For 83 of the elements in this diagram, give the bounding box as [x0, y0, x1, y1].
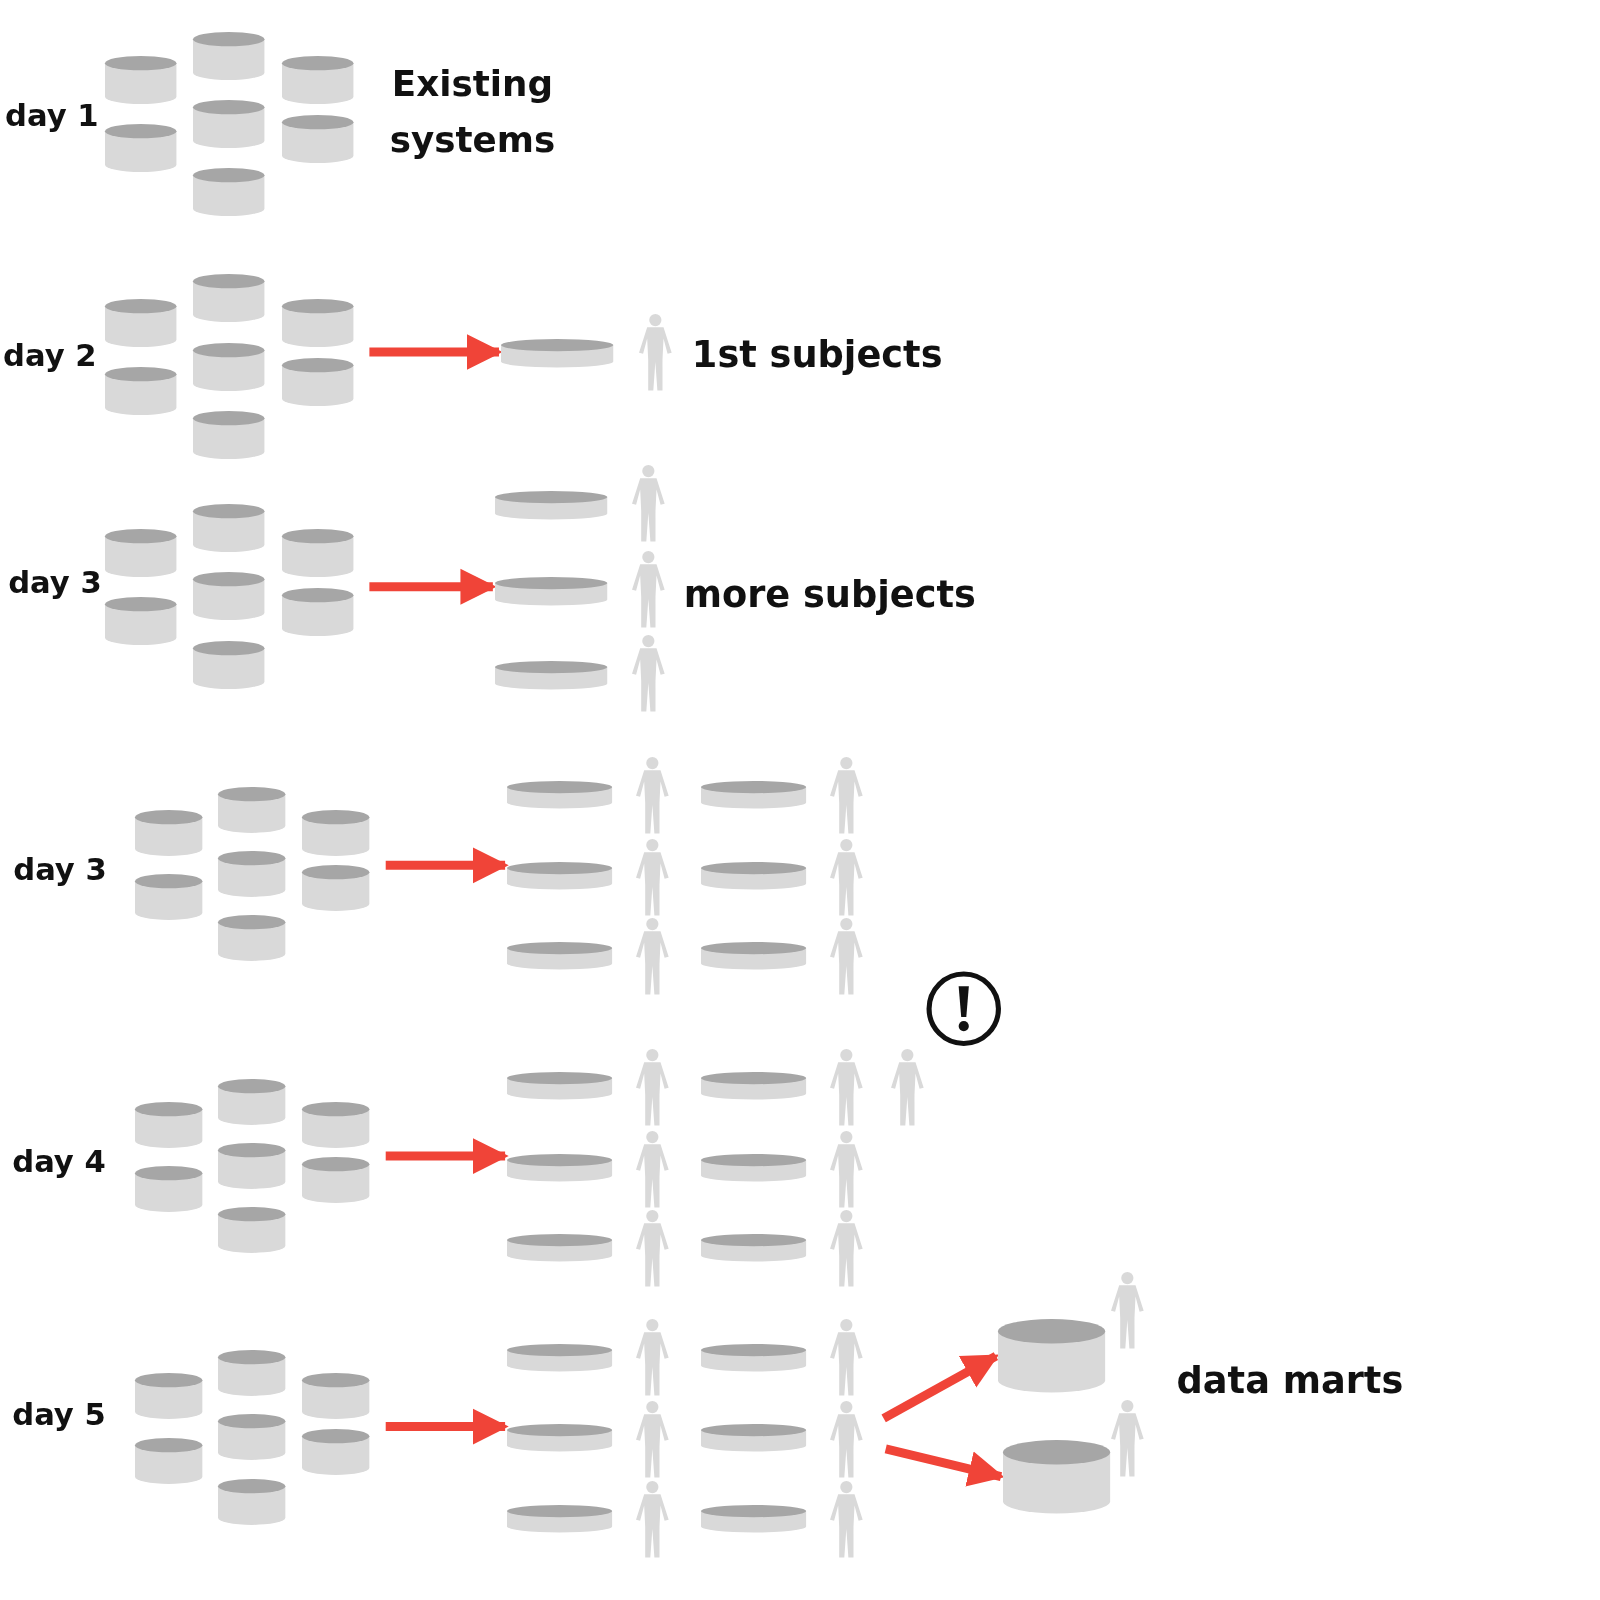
database-cylinder: [281, 528, 354, 577]
database-cylinder: [281, 56, 354, 105]
flat-database-cylinder: [494, 661, 608, 690]
flat-database-cylinder: [701, 1343, 807, 1372]
database-cylinder: [105, 298, 177, 347]
arrow: [369, 334, 503, 371]
arrow: [385, 1408, 509, 1445]
flat-database-cylinder: [494, 576, 608, 606]
database-cylinder: [192, 342, 265, 391]
database-cylinder: [134, 874, 203, 921]
database-cylinder: [218, 786, 286, 833]
database-cylinder: [134, 810, 203, 857]
database-cylinder: [281, 587, 354, 636]
database-cylinder: [134, 1373, 203, 1420]
flat-database-cylinder: [507, 780, 613, 809]
annotation-text: data marts: [1176, 1359, 1404, 1404]
flat-database-cylinder: [701, 862, 807, 890]
database-cylinder: [105, 596, 177, 645]
flat-database-cylinder: [701, 941, 807, 970]
arrow: [881, 1352, 1000, 1423]
arrow: [385, 1138, 509, 1175]
flat-database-cylinder: [501, 338, 614, 368]
data-mart-cylinder: [1003, 1439, 1111, 1514]
database-cylinder: [134, 1166, 203, 1213]
flat-database-cylinder: [507, 1343, 613, 1372]
flat-database-cylinder: [507, 1424, 613, 1453]
database-cylinder: [134, 1102, 203, 1148]
database-cylinder: [105, 367, 177, 416]
database-cylinder: [192, 572, 265, 621]
database-cylinder: [134, 1437, 203, 1484]
flat-database-cylinder: [507, 1505, 613, 1533]
annotation-text: more subjects: [683, 573, 976, 618]
database-cylinder: [302, 865, 370, 912]
database-cylinder: [218, 915, 286, 962]
flat-database-cylinder: [701, 1424, 807, 1453]
flat-database-cylinder: [701, 1233, 807, 1262]
database-cylinder: [218, 1207, 286, 1254]
database-cylinder: [281, 298, 354, 347]
flat-database-cylinder: [701, 1154, 807, 1182]
database-cylinder: [192, 274, 265, 323]
arrow: [385, 847, 509, 884]
arrow: [369, 568, 497, 605]
day-label: day 2: [3, 337, 97, 375]
database-cylinder: [218, 1350, 286, 1396]
flat-database-cylinder: [507, 941, 613, 970]
day-label: day 4: [12, 1143, 106, 1181]
flat-database-cylinder: [507, 1072, 613, 1100]
database-cylinder: [192, 168, 265, 217]
database-cylinder: [302, 810, 370, 857]
arrow: [884, 1444, 1005, 1487]
annotation-text: 1st subjects: [691, 332, 943, 377]
database-cylinder: [302, 1102, 370, 1148]
database-cylinder: [192, 411, 265, 460]
database-cylinder: [302, 1157, 370, 1204]
database-cylinder: [105, 528, 177, 577]
database-cylinder: [192, 31, 265, 80]
database-cylinder: [192, 504, 265, 553]
database-cylinder: [302, 1428, 370, 1475]
database-cylinder: [302, 1373, 370, 1420]
database-cylinder: [281, 115, 354, 164]
day-label: day 5: [12, 1396, 106, 1434]
database-cylinder: [192, 100, 265, 148]
flat-database-cylinder: [701, 780, 807, 809]
flat-database-cylinder: [507, 862, 613, 890]
day-label: day 3: [8, 565, 102, 602]
database-cylinder: [192, 640, 265, 689]
data-mart-cylinder: [997, 1319, 1106, 1393]
database-cylinder: [218, 851, 286, 897]
annotation-text: Existing systems: [388, 62, 557, 163]
database-cylinder: [218, 1142, 286, 1189]
flat-database-cylinder: [494, 490, 608, 520]
database-cylinder: [105, 56, 177, 105]
flat-database-cylinder: [507, 1233, 613, 1262]
day-label: day 3: [13, 852, 107, 889]
flat-database-cylinder: [701, 1505, 807, 1533]
day-label: day 1: [5, 97, 99, 135]
database-cylinder: [218, 1078, 286, 1125]
database-cylinder: [281, 358, 354, 407]
database-cylinder: [105, 124, 177, 173]
database-cylinder: [218, 1478, 286, 1525]
flat-database-cylinder: [507, 1154, 613, 1182]
database-cylinder: [218, 1414, 286, 1461]
flat-database-cylinder: [701, 1072, 807, 1100]
